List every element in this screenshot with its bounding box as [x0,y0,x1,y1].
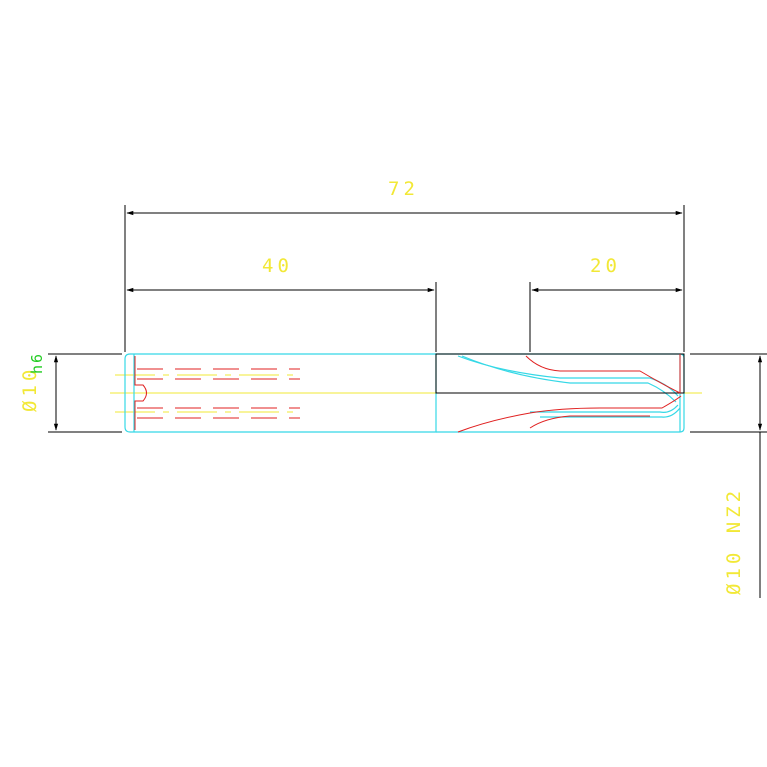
cutting-profile-bottom [457,395,682,433]
flute-curve-3 [530,404,679,413]
flute-curve-1 [457,355,679,397]
section-rectangle [435,353,685,394]
dimension-text-left-diameter: Ø10 [19,366,41,412]
dimension-text-72: 72 [388,178,419,200]
section-box [435,353,685,394]
flute-curve-4 [540,407,681,418]
cutting-profile-inner [529,415,650,429]
flute-curve-2 [461,355,677,403]
left-end-profile [134,356,147,430]
cutting-profile-top [525,354,681,394]
dimension-text-20: 20 [590,255,621,277]
dimension-lines [48,205,767,598]
dimension-text-right-diameter: Ø10 NZ2 [723,487,745,595]
left-body-outline [124,353,437,433]
dimension-text-40: 40 [262,255,293,277]
hidden-lines [134,354,682,433]
tolerance-text-h6: h6 [28,352,46,374]
